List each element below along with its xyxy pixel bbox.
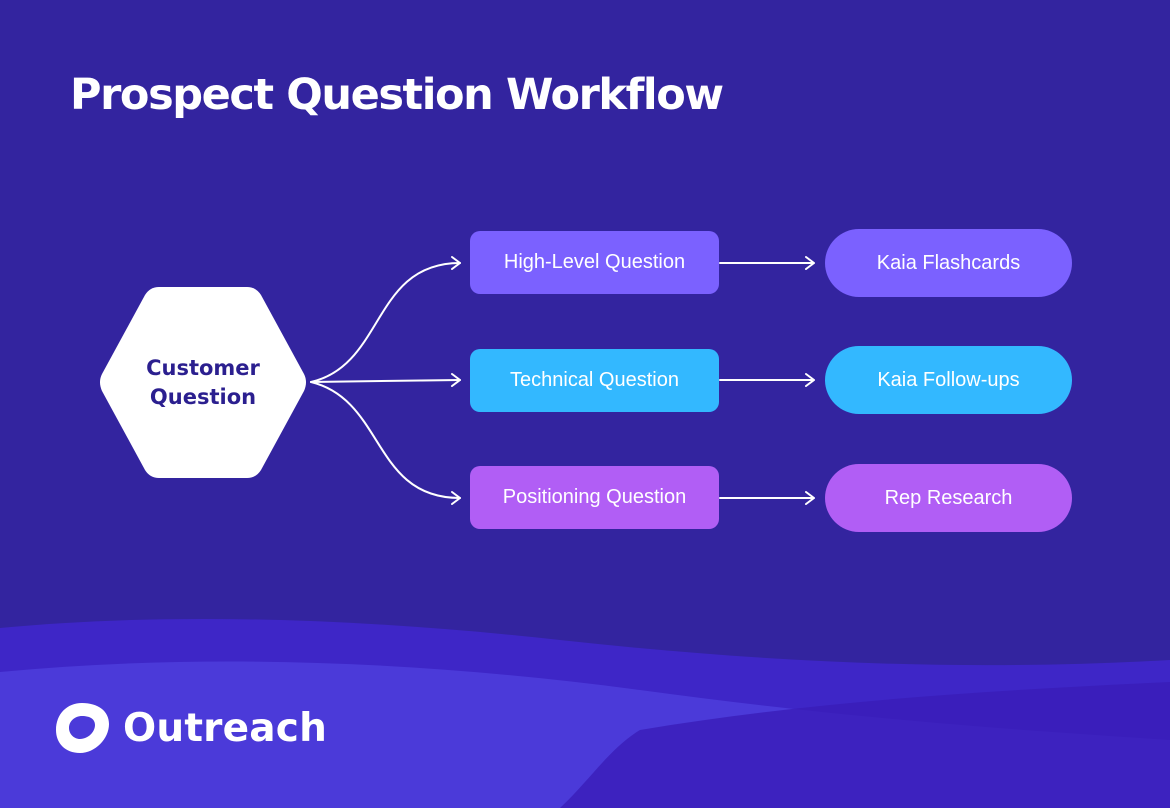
arrowhead-technical [451, 373, 461, 387]
kaia-follow-ups-box: Kaia Follow-ups [825, 346, 1072, 414]
connector-positioning [310, 381, 461, 499]
rep-research-label: Rep Research [884, 486, 1013, 509]
outreach-logo-icon [56, 703, 109, 753]
customer-question-label: Customer Question [146, 355, 260, 409]
rep-research-box: Rep Research [825, 464, 1072, 532]
positioning-question-box: Positioning Question [470, 466, 719, 529]
arrowhead-high-level [451, 256, 461, 270]
kaia-flashcards-box: Kaia Flashcards [825, 229, 1072, 297]
technical-question-box: Technical Question [470, 349, 719, 412]
arrow-high-level-to-flashcards [719, 256, 815, 270]
high-level-question-box: High-Level Question [470, 231, 719, 294]
kaia-follow-ups-label: Kaia Follow-ups [877, 368, 1020, 391]
hexagon-shape [100, 287, 306, 478]
arrowhead-positioning [451, 491, 461, 505]
brand-logo: Outreach [55, 702, 327, 754]
arrow-positioning-to-research [719, 491, 815, 505]
kaia-flashcards-label: Kaia Flashcards [876, 251, 1021, 274]
positioning-question-label: Positioning Question [502, 486, 687, 508]
connector-high-level [310, 262, 461, 383]
customer-question-node: Customer Question [97, 287, 309, 478]
arrow-technical-to-followups [719, 373, 815, 387]
page-title: Prospect Question Workflow [70, 70, 724, 120]
technical-question-label: Technical Question [510, 369, 679, 391]
connector-technical [310, 379, 461, 383]
brand-name: Outreach [123, 705, 328, 751]
high-level-question-label: High-Level Question [503, 251, 686, 273]
